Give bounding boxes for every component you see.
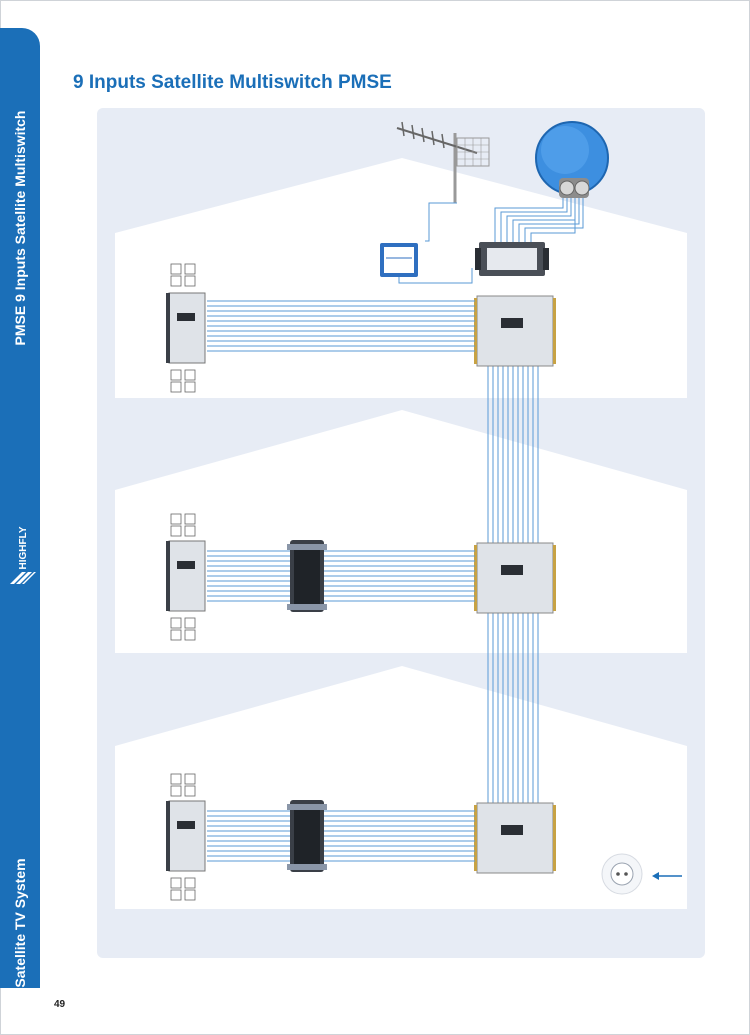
- multiswitch-icon: [474, 295, 556, 367]
- floor-1-cables: [207, 300, 475, 352]
- multiswitch-icon: [474, 542, 556, 614]
- terrestrial-antenna-icon: [396, 121, 490, 203]
- multiswitch-icon: [166, 540, 206, 612]
- diagram-panel: [97, 108, 705, 958]
- floor-3: [115, 666, 687, 909]
- arrow-icon: [652, 872, 682, 880]
- amplifier-icon: [287, 540, 327, 612]
- floor-3-cables: [207, 810, 475, 862]
- floor-2: [115, 410, 687, 653]
- power-supply-icon: [380, 243, 418, 277]
- multiswitch-icon: [166, 292, 206, 364]
- tv-outlet-icon: [170, 513, 196, 641]
- floor-3-room: [115, 746, 687, 909]
- power-cable: [398, 268, 473, 284]
- roof-1: [115, 158, 687, 233]
- amplifier-icon: [287, 800, 327, 872]
- multiswitch-icon: [475, 242, 549, 276]
- installation-diagram: [115, 121, 687, 909]
- multiswitch-icon: [166, 800, 206, 872]
- wall-socket-icon: [601, 853, 643, 895]
- multiswitch-icon: [474, 802, 556, 874]
- tv-outlet-icon: [170, 773, 196, 901]
- brand-text: HIGHFLY: [18, 526, 29, 569]
- dish-cables: [425, 198, 584, 243]
- highfly-logo: HIGHFLY: [10, 526, 36, 584]
- satellite-dish-icon: [535, 121, 609, 195]
- floor-2-cables: [207, 550, 475, 602]
- page-number: 49: [54, 999, 66, 1010]
- tv-outlet-icon: [170, 263, 196, 393]
- page-title: 9 Inputs Satellite Multiswitch PMSE: [73, 72, 392, 93]
- roof-3: [115, 666, 687, 746]
- sidebar-section: Satellite TV System: [12, 858, 28, 988]
- lnb-icon: [559, 178, 590, 198]
- side-tab: PMSE 9 Inputs Satellite Multiswitch HIGH…: [0, 28, 40, 988]
- sidebar-title: PMSE 9 Inputs Satellite Multiswitch: [12, 110, 28, 346]
- roof-2: [115, 410, 687, 490]
- logo-mark-icon: [10, 572, 36, 584]
